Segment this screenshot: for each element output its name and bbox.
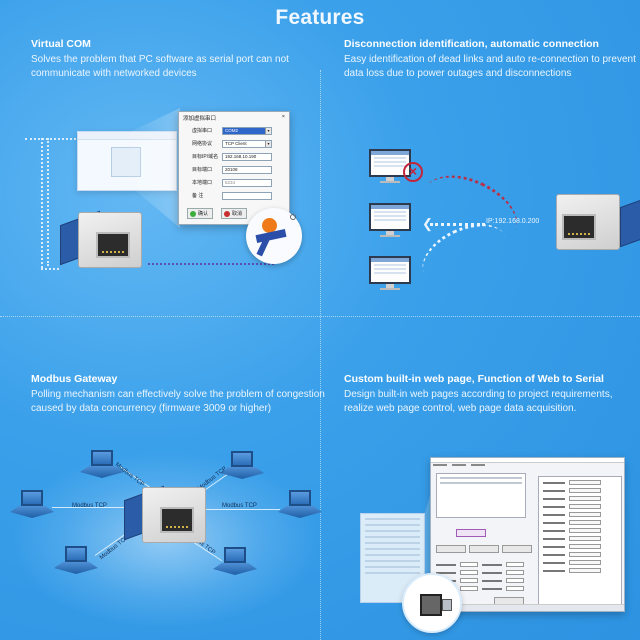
connection-line <box>47 138 49 266</box>
feature-disconnection: Disconnection identification, automatic … <box>344 38 640 81</box>
settings-panel <box>538 476 622 608</box>
feature-title: Disconnection identification, automatic … <box>344 38 599 50</box>
arrow-left-icon: ❮ <box>422 216 433 231</box>
rj45-module-icon <box>60 206 160 276</box>
network-link <box>200 509 280 510</box>
dialog-title: 添加虚拟串口 <box>183 116 217 122</box>
serial-connector-icon <box>402 573 462 633</box>
network-link <box>52 507 130 508</box>
feature-web-to-serial: Custom built-in web page, Function of We… <box>344 373 640 416</box>
config-software-window-icon <box>430 457 625 612</box>
status-bar <box>431 604 624 611</box>
feature-description: Solves the problem that PC software as s… <box>31 54 289 79</box>
check-icon <box>190 210 196 217</box>
horizontal-divider <box>0 316 640 317</box>
config-button <box>502 545 532 553</box>
feature-title: Modbus Gateway <box>31 373 118 385</box>
page-title: Features <box>275 6 365 29</box>
laptop-icon <box>80 450 124 480</box>
feature-description: Design built-in web pages according to p… <box>344 389 613 414</box>
add-virtual-port-dialog: 添加虚拟串口 × 虚拟串口 COM2▾ 网络协议 TCP Client▾ 目标I… <box>178 111 290 225</box>
target-port-field: 20108 <box>222 165 272 174</box>
laptop-icon <box>220 451 264 481</box>
confirm-button: 确认 <box>187 208 213 219</box>
modbus-label: Modbus TCP <box>222 503 257 509</box>
dialog-row-note: 备 注 <box>192 191 289 200</box>
laptop-icon <box>54 546 98 576</box>
vertical-divider <box>320 70 321 640</box>
feature-description: Easy identification of dead links and au… <box>344 54 636 79</box>
dialog-row-protocol: 网络协议 TCP Client▾ <box>192 139 289 148</box>
note-field <box>222 191 272 200</box>
laptop-icon <box>10 490 54 520</box>
rj45-module-icon <box>124 481 224 551</box>
connection-line <box>148 263 274 265</box>
feature-modbus-gateway: Modbus Gateway Polling mechanism can eff… <box>31 373 331 416</box>
link-line <box>430 223 485 226</box>
dialog-row-local-port: 本地端口 5234 <box>192 178 289 187</box>
modbus-label: Modbus TCP <box>72 503 107 509</box>
chevron-down-icon: ▾ <box>265 127 271 134</box>
disconnect-icon: × <box>403 162 423 182</box>
close-icon: × <box>281 114 285 120</box>
cancel-icon <box>224 210 230 217</box>
laptop-icon <box>278 490 322 520</box>
laptop-icon <box>213 547 257 577</box>
port-select: COM2▾ <box>222 126 272 135</box>
chevron-down-icon: ▾ <box>265 140 271 147</box>
dialog-row-target-port: 目标端口 20108 <box>192 165 289 174</box>
local-port-field: 5234 <box>222 178 272 187</box>
cancel-button: 取消 <box>221 208 247 219</box>
feature-description: Polling mechanism can effectively solve … <box>31 389 325 414</box>
device-list <box>436 473 526 518</box>
dialog-row-port: 虚拟串口 COM2▾ <box>192 126 289 135</box>
logo-badge-icon <box>246 208 302 264</box>
search-device-button <box>456 529 486 537</box>
config-button <box>469 545 499 553</box>
monitor-icon <box>369 203 411 239</box>
feature-virtual-com: Virtual COM Solves the problem that PC s… <box>31 38 331 81</box>
rj45-module-icon <box>550 188 640 258</box>
connection-line <box>41 138 43 268</box>
feature-title: Custom built-in web page, Function of We… <box>344 373 604 385</box>
protocol-select: TCP Client▾ <box>222 139 272 148</box>
ip-field: 192.168.10.190 <box>222 152 272 161</box>
dialog-row-ip: 目标IP/域名 192.168.10.190 <box>192 152 289 161</box>
feature-title: Virtual COM <box>31 38 91 50</box>
software-window-icon <box>77 131 177 191</box>
connection-line <box>25 138 80 140</box>
ip-label: IP:192.168.0.200 <box>486 218 540 225</box>
connection-line <box>41 268 59 270</box>
config-button <box>436 545 466 553</box>
monitor-icon <box>369 256 411 292</box>
